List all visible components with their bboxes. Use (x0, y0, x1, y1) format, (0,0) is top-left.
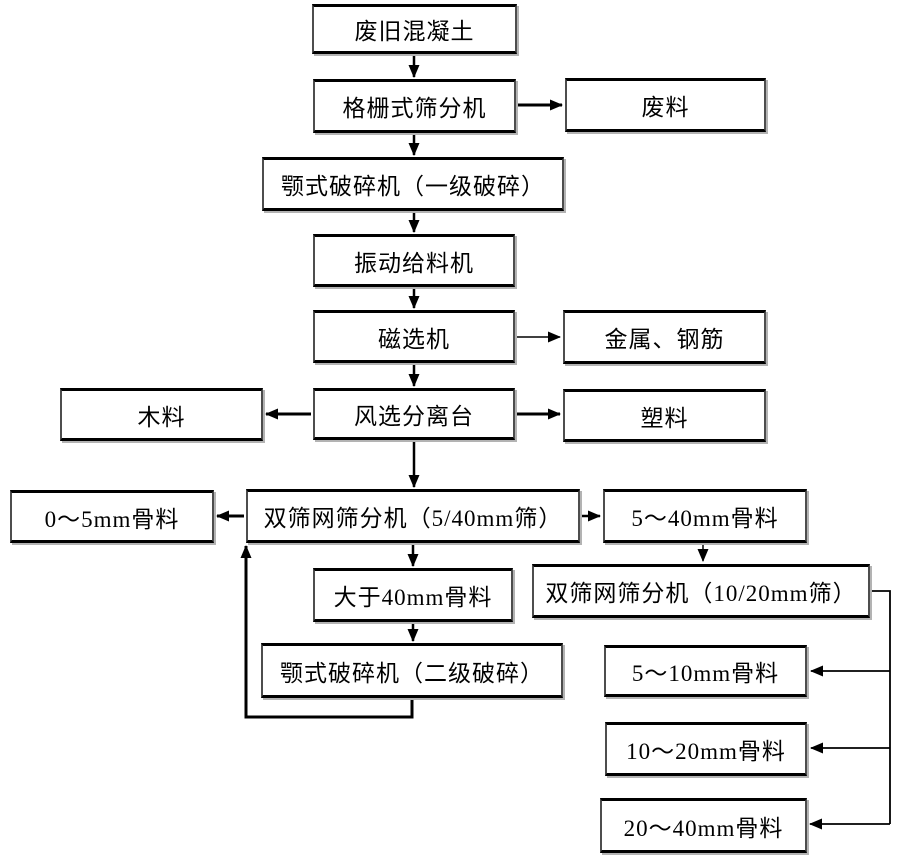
node-agg-10-20: 10～20mm骨料 (605, 722, 807, 776)
node-sieve-5-40: 双筛网筛分机（5/40mm筛） (246, 489, 580, 543)
node-sieve-10-20: 双筛网筛分机（10/20mm筛） (532, 564, 870, 618)
node-agg-0-5: 0～5mm骨料 (10, 490, 214, 543)
node-magnetic-separator: 磁选机 (313, 310, 515, 363)
node-agg-gt40: 大于40mm骨料 (313, 568, 513, 622)
node-agg-5-10: 5～10mm骨料 (604, 645, 807, 697)
node-waste: 废料 (565, 78, 766, 132)
node-jaw-secondary: 颚式破碎机（二级破碎） (261, 643, 563, 698)
node-air-separator: 风选分离台 (313, 388, 515, 440)
node-plastic: 塑料 (563, 389, 766, 442)
node-metal-rebar: 金属、钢筋 (563, 310, 766, 364)
node-wood: 木料 (60, 388, 263, 441)
node-agg-20-40: 20～40mm骨料 (600, 798, 807, 853)
node-agg-5-40: 5～40mm骨料 (603, 489, 807, 543)
node-vibrating-feeder: 振动给料机 (313, 234, 515, 287)
arrow-jaw-secondary-loop-to-sieve-5-40 (240, 545, 414, 719)
node-waste-concrete: 废旧混凝土 (312, 4, 517, 54)
node-jaw-primary: 颚式破碎机（一级破碎） (262, 157, 564, 211)
node-grid-screen: 格栅式筛分机 (313, 79, 516, 133)
line-sieve-10-20-branch (870, 590, 891, 824)
